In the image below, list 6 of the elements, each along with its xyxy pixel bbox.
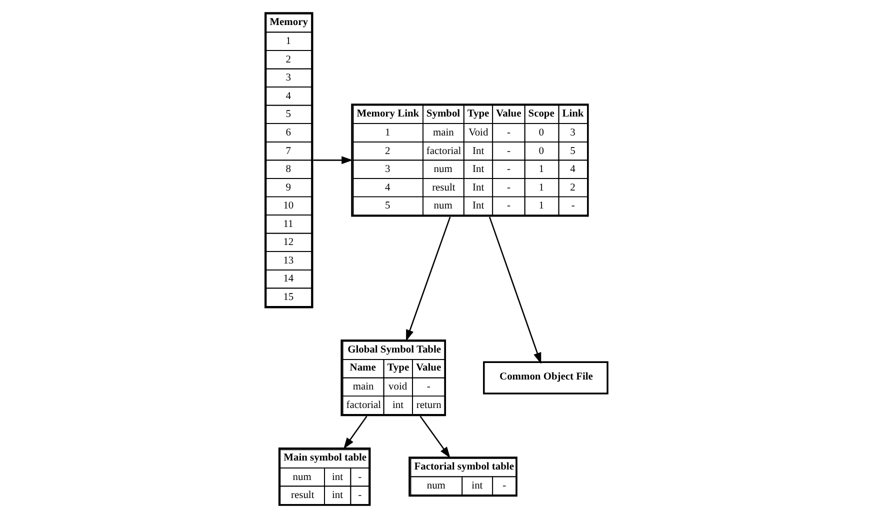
node-box: Common Object File [483,361,608,394]
arrow [420,416,450,458]
arrow [488,216,542,364]
arrow [344,416,368,449]
arrow [406,216,451,342]
arrow [313,156,353,164]
